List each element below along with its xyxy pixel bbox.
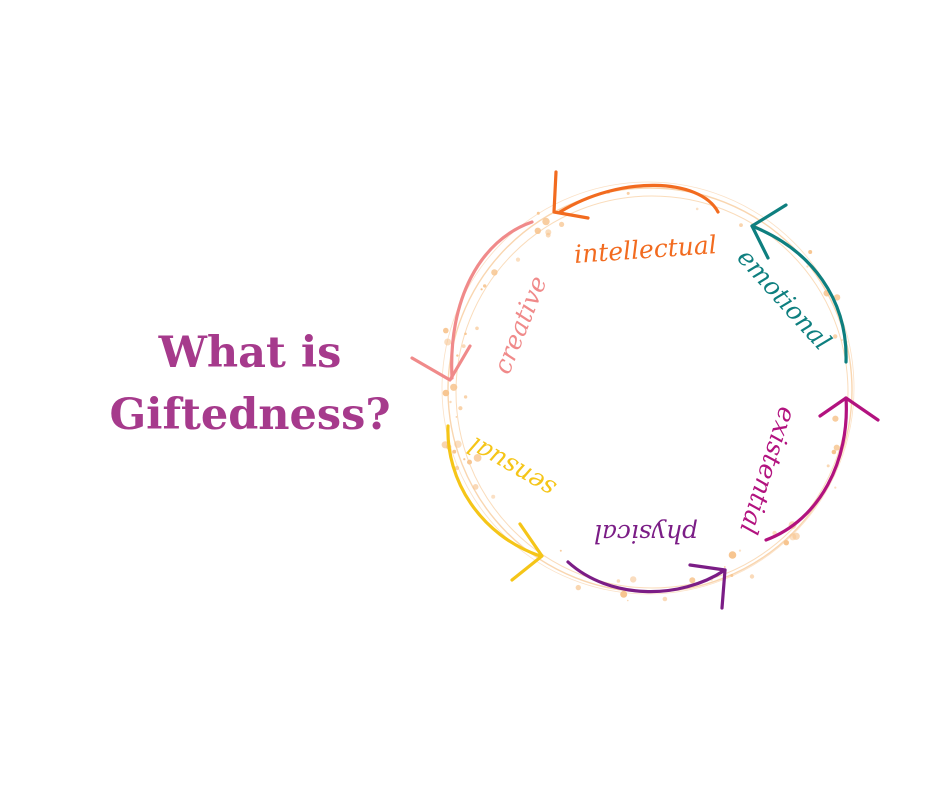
ring-dot [841,339,843,341]
label-emotional: emotional [732,243,838,356]
ring-dot [626,191,630,195]
sensual-arrow [446,424,544,582]
label-intellectual: intellectual [573,230,717,269]
ring-dot [559,549,562,552]
ring-dot [739,223,743,228]
ring-dot [545,229,552,236]
ring-dot [542,217,550,226]
ring-dot [458,406,463,411]
ring-dot [831,449,837,455]
existential-arrow [764,396,880,542]
ring-dot [834,486,837,489]
ring-dot [630,576,637,583]
ring-dot [808,250,813,254]
ring-dot [833,334,838,339]
ring-dot [461,344,466,348]
ring-dot [806,265,809,268]
ring-dot [534,227,541,234]
ring-dot [738,549,742,552]
ring-dot [662,596,668,602]
label-creative: creative [487,272,552,378]
ring-dot [826,464,830,468]
ring-dot [730,574,734,577]
ring-dot [452,449,457,454]
ring-dots [441,190,848,602]
ring-dot [444,338,452,346]
ring-dot [450,383,458,391]
ring-dot [536,211,540,215]
ring-dot [442,389,450,397]
page-title: What is Giftedness? [70,322,430,446]
creative-arrow [410,220,534,382]
title-line-2: Giftedness? [109,390,391,440]
ring-dot [483,284,487,288]
ring-dot [559,221,565,227]
ring-dot [449,400,452,404]
label-existential: existential [734,404,802,538]
ring-dot [783,540,789,546]
ring-dot [491,494,496,499]
ring-dot [454,465,460,471]
ring-dot [454,440,462,448]
ring-dot [616,579,621,583]
ring-dot [473,454,482,462]
label-physical: physical [594,519,698,548]
ring-dot [627,599,629,602]
title-line-1: What is [158,328,342,378]
ring-dot [833,294,841,301]
ring-dot [832,415,839,422]
ring-dot [463,458,466,461]
ring-dot [456,354,459,357]
ring-dot [789,533,797,541]
intellectual-arrow [552,170,720,220]
ring-dot [695,207,699,211]
ring-dot [464,332,467,336]
ring-dot [463,395,468,399]
label-sensual: sensual [463,431,560,504]
ring-dot [515,257,521,262]
ring-dot [689,577,696,584]
ring-dot [833,444,840,451]
ring-dot [480,288,483,291]
ring-dot [575,584,581,591]
ring-dot [475,326,479,331]
ring-dot [467,459,472,465]
ring-dot [620,590,628,598]
ring-dot [749,574,755,579]
ring-dot [472,484,479,490]
ring-dot [723,566,726,568]
ring-dot [455,416,458,418]
ring-dot [728,551,737,559]
physical-arrow [566,560,727,610]
emotional-arrow [750,203,848,364]
ring-dot [443,327,449,334]
ring-dot [491,269,498,276]
